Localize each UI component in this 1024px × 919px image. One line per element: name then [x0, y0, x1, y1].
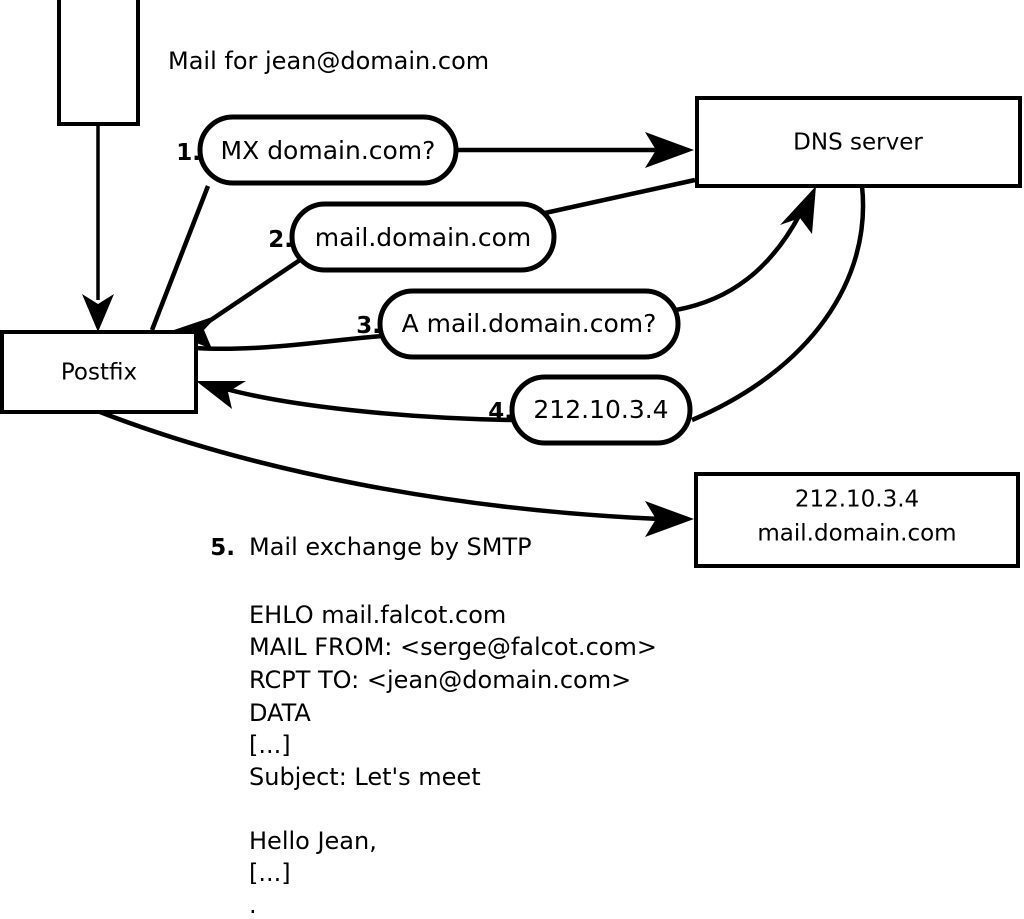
step-5-number: 5.: [210, 535, 235, 561]
mail-for-caption: Mail for jean@domain.com: [168, 47, 489, 75]
step-1-label: MX domain.com?: [221, 136, 436, 165]
step-4-label: 212.10.3.4: [533, 395, 668, 424]
edge-step1-query: [149, 132, 694, 331]
smtp-line-9: [...]: [249, 859, 291, 887]
smtp-line-10: .: [249, 891, 257, 919]
step-3-number: 3.: [356, 313, 381, 339]
step-2-bubble[interactable]: mail.domain.com: [289, 201, 557, 273]
step-1-bubble[interactable]: MX domain.com?: [197, 114, 459, 186]
smtp-line-6: Subject: Let's meet: [249, 763, 481, 791]
edge-step4-response: [196, 185, 866, 423]
edge-step5-smtp: [99, 409, 694, 537]
step-4-number: 4.: [488, 399, 513, 425]
step-2-number: 2.: [268, 227, 293, 253]
smtp-line-1: EHLO mail.falcot.com: [249, 601, 506, 629]
smtp-line-5: [...]: [249, 731, 291, 759]
dns-server-label: DNS server: [793, 130, 923, 156]
arrowhead-icon: [196, 381, 246, 409]
destination-server-node[interactable]: 212.10.3.4 mail.domain.com: [694, 472, 1020, 568]
postfix-label: Postfix: [61, 360, 137, 386]
smtp-line-4: DATA: [249, 699, 311, 727]
step-4-bubble[interactable]: 212.10.3.4: [509, 374, 693, 446]
postfix-node[interactable]: Postfix: [0, 330, 198, 414]
dns-server-node[interactable]: DNS server: [695, 96, 1022, 188]
smtp-line-2: MAIL FROM: <serge@falcot.com>: [249, 633, 657, 661]
step-2-label: mail.domain.com: [315, 223, 531, 252]
step-1-number: 1.: [176, 140, 201, 166]
arrowhead-icon: [780, 186, 816, 234]
step-3-label: A mail.domain.com?: [402, 309, 657, 338]
mail-client-box[interactable]: [57, 0, 140, 126]
step-3-bubble[interactable]: A mail.domain.com?: [377, 288, 681, 360]
smtp-line-8: Hello Jean,: [249, 827, 377, 855]
arrowhead-icon: [645, 501, 694, 537]
step-5-label: Mail exchange by SMTP: [249, 533, 532, 561]
edge-client-to-postfix: [82, 124, 114, 332]
edge-step3-query: [195, 186, 816, 352]
destination-server-hostname: mail.domain.com: [757, 521, 956, 547]
arrowhead-icon: [645, 132, 694, 168]
smtp-line-3: RCPT TO: <jean@domain.com>: [249, 666, 631, 694]
destination-server-ip: 212.10.3.4: [795, 487, 919, 513]
arrowhead-icon: [82, 294, 114, 332]
